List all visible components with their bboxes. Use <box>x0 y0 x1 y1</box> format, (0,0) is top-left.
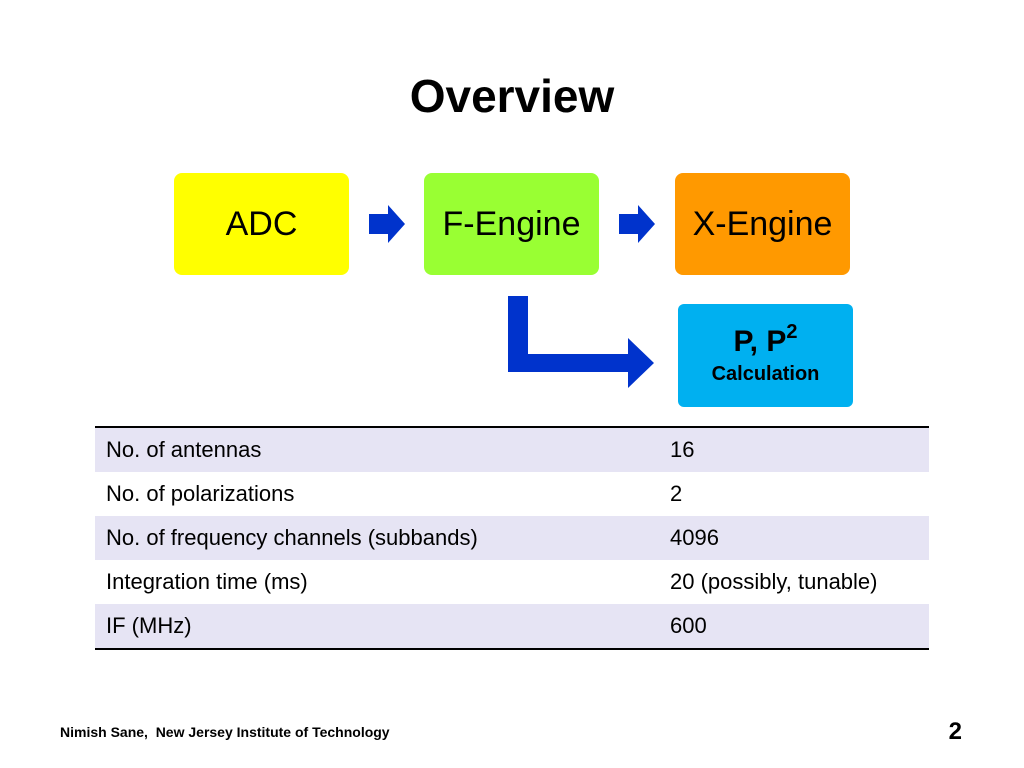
p-calculation-box: P, P2 Calculation <box>678 304 853 407</box>
x-engine-box: X-Engine <box>675 173 850 275</box>
row-label: No. of antennas <box>95 426 659 472</box>
right-arrow-icon <box>619 205 655 243</box>
row-value: 20 (possibly, tunable) <box>670 569 878 594</box>
p-calculation-sublabel: Calculation <box>711 362 820 385</box>
row-value: 16 <box>659 426 929 472</box>
row-label: No. of frequency channels (subbands) <box>95 516 659 560</box>
spec-table: No. of antennas 16 No. of polarizations … <box>95 426 929 650</box>
f-engine-label: F-Engine <box>442 205 581 243</box>
row-value: 4096 <box>659 516 929 560</box>
p-calculation-title: P, P2 <box>733 320 798 360</box>
adc-box: ADC <box>174 173 349 275</box>
x-engine-label: X-Engine <box>692 205 833 243</box>
row-label: IF (MHz) <box>95 604 659 650</box>
row-value: 2 <box>670 481 683 506</box>
table-row: No. of polarizations 2 <box>95 472 929 516</box>
page-number: 2 <box>948 718 962 745</box>
row-label: No. of polarizations <box>106 481 295 506</box>
table-row: IF (MHz) 600 <box>95 604 929 650</box>
right-arrow-icon <box>369 205 405 243</box>
table-row: No. of frequency channels (subbands) 409… <box>95 516 929 560</box>
p-calculation-label: P, P <box>733 324 787 358</box>
slide-title: Overview <box>409 70 615 122</box>
footer-author: Nimish Sane, New Jersey Institute of Tec… <box>60 724 390 740</box>
p-calculation-superscript: 2 <box>786 320 798 343</box>
f-engine-box: F-Engine <box>424 173 599 275</box>
row-label: Integration time (ms) <box>106 569 308 594</box>
table-row: Integration time (ms) 20 (possibly, tuna… <box>95 560 929 604</box>
adc-label: ADC <box>225 205 298 243</box>
table-row: No. of antennas 16 <box>95 426 929 472</box>
row-value: 600 <box>659 604 929 650</box>
elbow-arrow-icon <box>508 296 654 388</box>
